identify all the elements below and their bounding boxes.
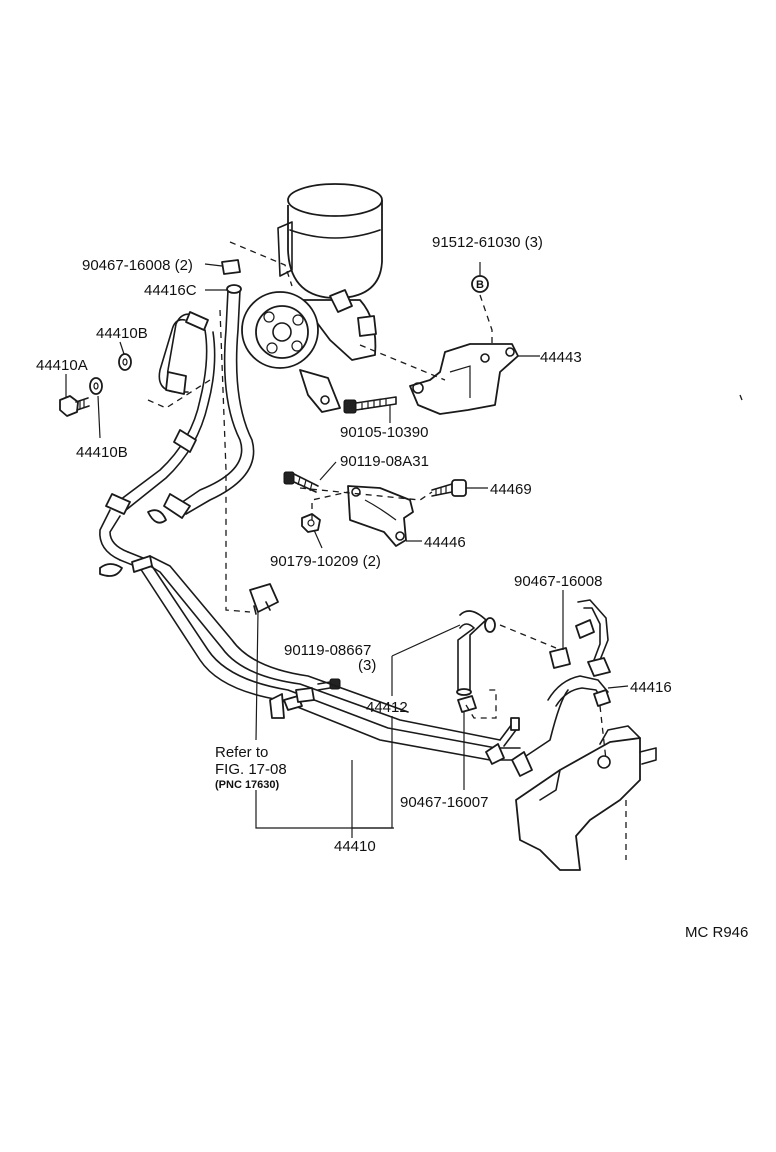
power-steering-pump (241, 183, 383, 413)
clamp-90467-16008-top (221, 259, 241, 275)
label-90119-08667: 90119-08667 (284, 642, 371, 659)
label-44443: 44443 (540, 349, 582, 366)
svg-text:B: B (476, 279, 484, 291)
pressure-hose (99, 311, 216, 561)
bracket-44443 (409, 343, 519, 415)
clamp-90467-16007 (457, 695, 477, 713)
reference-lines (147, 241, 743, 860)
hose-44412 (456, 610, 496, 696)
label-90467-16008-2: 90467-16008 (2) (82, 257, 193, 274)
label-44469: 44469 (490, 481, 532, 498)
washer-44410b-upper (118, 353, 132, 371)
return-hose-44416c (147, 284, 255, 524)
label-pnc-17630: (PNC 17630) (215, 779, 280, 791)
bolt-90105-10390 (343, 396, 397, 414)
clamp-90467-16008-right (549, 647, 571, 669)
label-44412: 44412 (366, 699, 408, 716)
pipe-assembly-44410 (99, 551, 569, 777)
label-fig-17-08: FIG. 17-08 (215, 761, 287, 778)
label-44416: 44416 (630, 679, 672, 696)
label-90119-08a31: 90119-08A31 (340, 453, 429, 470)
leader-lines (65, 262, 629, 838)
plug-91512-61030: B (471, 275, 489, 293)
label-44410: 44410 (334, 838, 376, 855)
washer-44410b-lower (89, 377, 103, 395)
pressure-switch (249, 583, 279, 615)
label-90179-10209: 90179-10209 (2) (270, 553, 381, 570)
label-90467-16007: 90467-16007 (400, 794, 488, 811)
steering-gear-housing (515, 725, 657, 871)
label-mc-code: MC R946 (685, 924, 748, 941)
label-44446: 44446 (424, 534, 466, 551)
label-44410b-lower: 44410B (76, 444, 128, 461)
label-90119-08667-qty: (3) (358, 657, 376, 674)
nut-44469 (431, 479, 467, 497)
label-44410b-upper: 44410B (96, 325, 148, 342)
label-44416c: 44416C (144, 282, 197, 299)
bolt-90119-08a31 (283, 471, 319, 493)
hose-44416 (547, 599, 611, 707)
bracket-44446 (347, 485, 414, 547)
label-90467-16008: 90467-16008 (514, 573, 602, 590)
label-44410a: 44410A (36, 357, 88, 374)
label-90105-10390: 90105-10390 (340, 424, 428, 441)
part-labels: 90467-16008 (2) 44416C 44410B 44410A 444… (36, 234, 748, 941)
label-refer-to: Refer to (215, 744, 268, 761)
nut-90179-10209 (301, 513, 321, 533)
label-91512-61030: 91512-61030 (3) (432, 234, 543, 251)
bolt-44410a (59, 395, 90, 417)
